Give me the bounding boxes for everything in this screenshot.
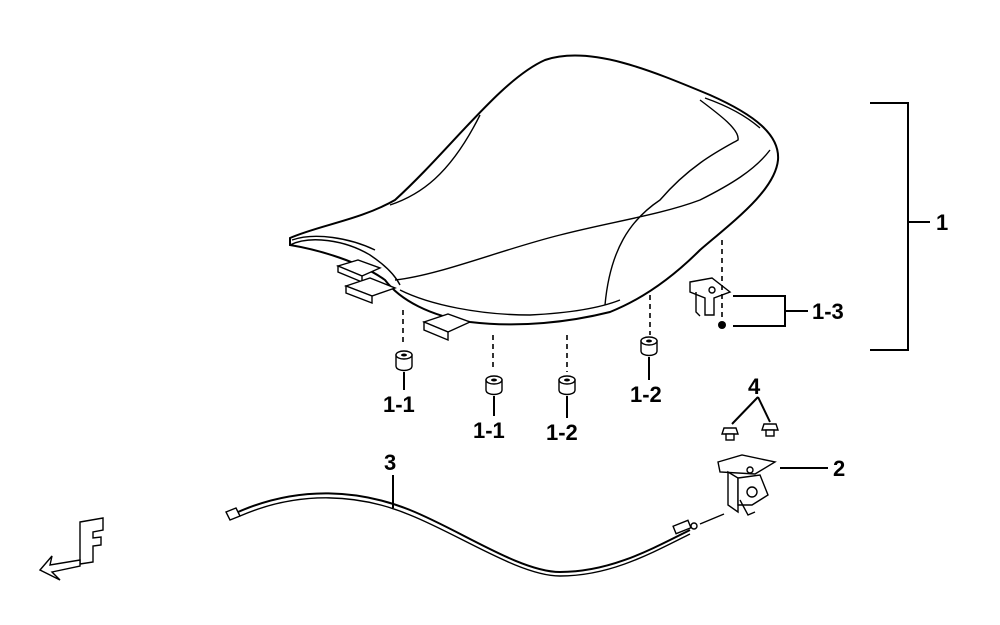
callout-1-1-left: 1-1 (383, 392, 415, 417)
seat-hinge-bracket (689, 277, 732, 329)
callout-1-1-center: 1-1 (473, 418, 505, 443)
front-direction-marker: F (38, 517, 104, 581)
callout-1-2-right: 1-2 (630, 382, 662, 407)
bolts-part-4 (721, 423, 779, 441)
seat (289, 54, 780, 326)
seat-mounting-tabs (335, 259, 472, 342)
seat-release-cable (225, 492, 725, 577)
callout-2: 2 (833, 456, 845, 481)
callout-labels: 1 1-3 1-1 1-1 1-2 1-2 4 2 3 (383, 210, 948, 481)
damper-1-1-left (395, 350, 413, 372)
leader-lines (392, 102, 930, 508)
damper-1-1-center (485, 375, 503, 396)
callout-4: 4 (748, 374, 761, 399)
callout-1-3: 1-3 (812, 299, 844, 324)
alignment-lines (402, 240, 723, 372)
damper-1-2-right (640, 336, 658, 357)
callout-1-2-center: 1-2 (546, 420, 578, 445)
damper-1-2-center (558, 375, 576, 396)
seat-latch (717, 454, 777, 516)
callout-1: 1 (936, 210, 948, 235)
callout-3: 3 (384, 450, 396, 475)
